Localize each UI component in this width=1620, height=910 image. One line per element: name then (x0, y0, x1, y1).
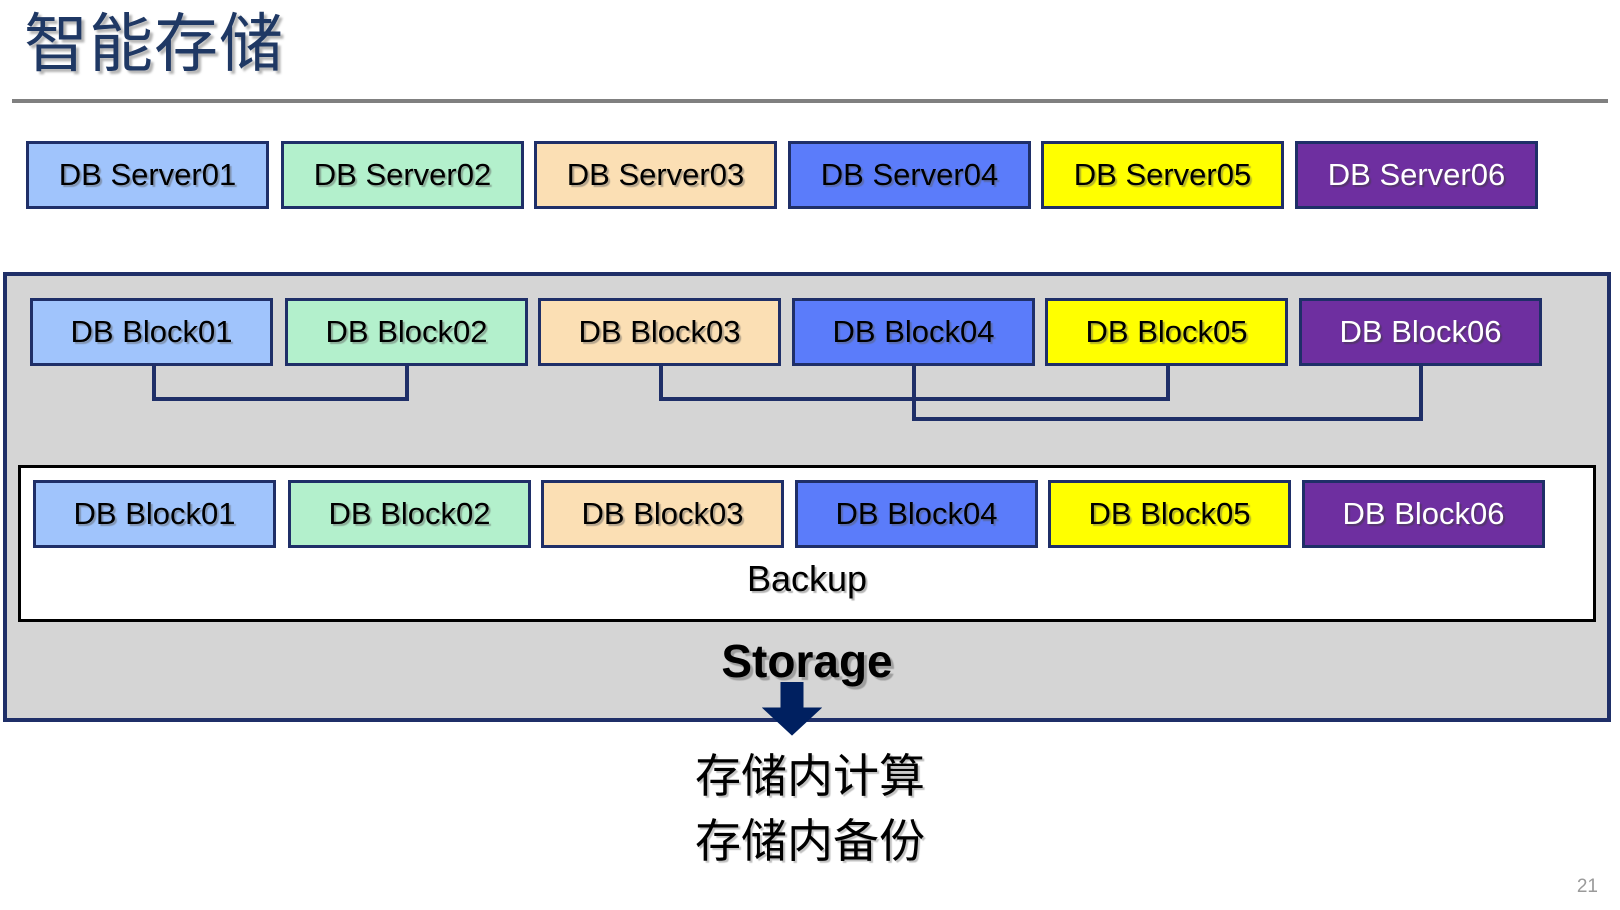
connector-block04-drop (912, 366, 916, 421)
backup-block-02[interactable]: DB Block02 (288, 480, 531, 548)
storage-container: DB Block01 DB Block02 DB Block03 DB Bloc… (3, 272, 1611, 736)
title-divider (12, 99, 1608, 103)
connector-group3-bar (912, 417, 1423, 421)
connector-block03-drop (659, 366, 663, 401)
backup-box: DB Block01 DB Block02 DB Block03 DB Bloc… (18, 465, 1596, 622)
storage-block-02[interactable]: DB Block02 (285, 298, 528, 366)
backup-block-05[interactable]: DB Block05 (1048, 480, 1291, 548)
storage-block-06[interactable]: DB Block06 (1299, 298, 1542, 366)
storage-block-01[interactable]: DB Block01 (30, 298, 273, 366)
backup-block-06[interactable]: DB Block06 (1302, 480, 1545, 548)
storage-block-05[interactable]: DB Block05 (1045, 298, 1288, 366)
connector-block05-drop (1166, 366, 1170, 401)
backup-block-01[interactable]: DB Block01 (33, 480, 276, 548)
storage-block-03[interactable]: DB Block03 (538, 298, 781, 366)
db-server-04[interactable]: DB Server04 (788, 141, 1031, 209)
connector-group1-bar (152, 397, 409, 401)
connector-block01-drop (152, 366, 156, 401)
page-title: 智能存储 (24, 8, 284, 80)
caption-line-1: 存储内计算 (695, 750, 925, 802)
connector-block06-drop (1419, 366, 1423, 421)
storage-block-04[interactable]: DB Block04 (792, 298, 1035, 366)
backup-block-04[interactable]: DB Block04 (795, 480, 1038, 548)
connector-block02-drop (405, 366, 409, 401)
db-server-05[interactable]: DB Server05 (1041, 141, 1284, 209)
caption-line-2: 存储内备份 (695, 815, 925, 867)
page-number: 21 (1576, 876, 1598, 897)
storage-label: Storage (721, 635, 893, 687)
db-server-01[interactable]: DB Server01 (26, 141, 269, 209)
db-server-02[interactable]: DB Server02 (281, 141, 524, 209)
db-server-06[interactable]: DB Server06 (1295, 141, 1538, 209)
down-arrow-icon (762, 682, 822, 736)
backup-label: Backup (746, 558, 868, 599)
backup-block-03[interactable]: DB Block03 (541, 480, 784, 548)
db-server-03[interactable]: DB Server03 (534, 141, 777, 209)
